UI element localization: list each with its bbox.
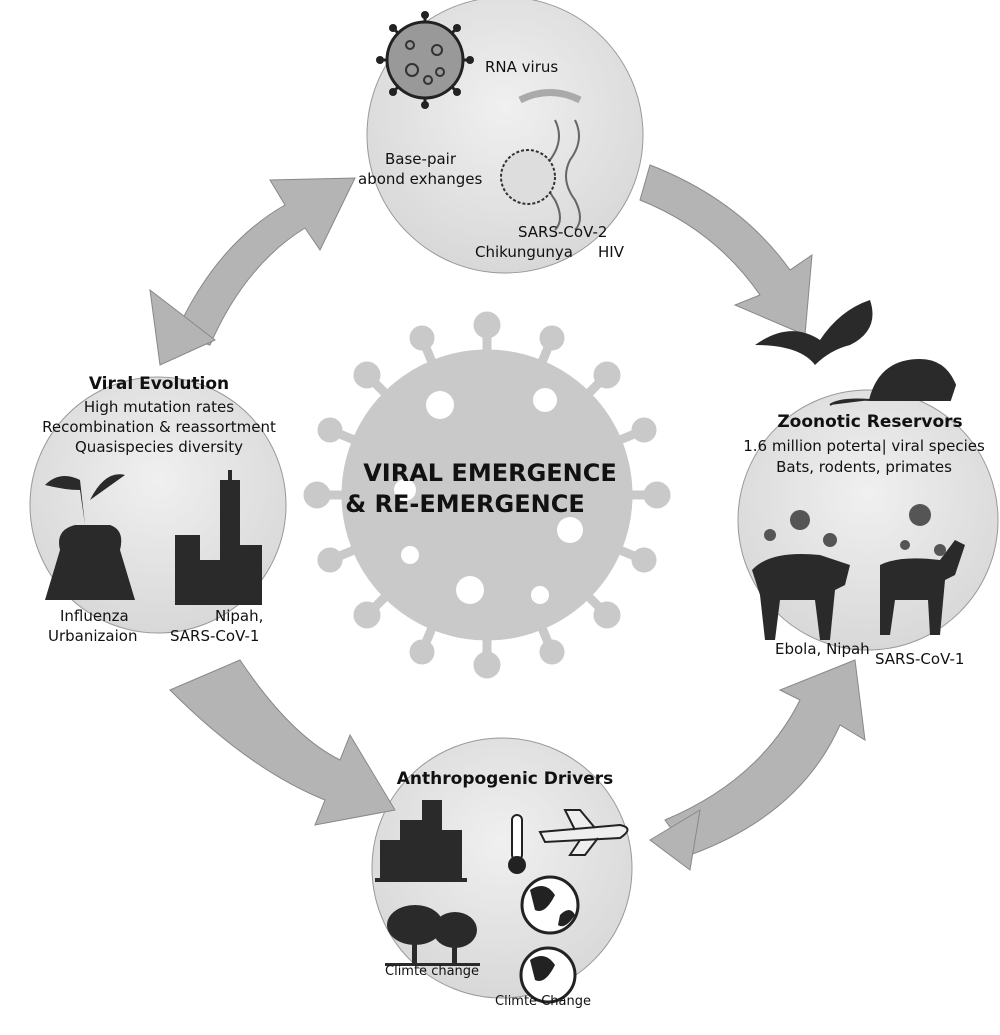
bat-icon: [755, 300, 873, 365]
buffalo-icon: [752, 554, 850, 640]
evolution-line: High mutation rates: [83, 398, 235, 416]
evolution-line: Quasispecies diversity: [75, 438, 243, 456]
sars-cov-1-label: SARS-CoV-1: [170, 627, 260, 645]
main-title-line1: VIRAL EMERGENCE: [363, 459, 617, 487]
viral-evolution-heading: Viral Evolution: [88, 374, 230, 394]
evolution-line: Recombination & reassortment: [42, 418, 276, 436]
hiv-label: HIV: [598, 243, 624, 261]
anthropogenic-drivers-heading: Anthropogenic Drivers: [396, 769, 614, 789]
central-virus-icon: [303, 311, 671, 679]
climate-change-label-2: Climte Change: [495, 994, 591, 1009]
arrow-left-to-top: [174, 177, 356, 346]
zoonotic-reservoirs-heading: Zoonotic Reservors: [777, 412, 963, 432]
deer-icon: [880, 540, 965, 635]
rna-virus-icon: [376, 11, 474, 109]
reservoir-line: Bats, rodents, primates: [776, 458, 952, 476]
ebola-nipah-label: Ebola, Nipah: [775, 640, 870, 658]
bottom-city-icon: [375, 800, 467, 882]
rna-virus-label: RNA virus: [485, 58, 559, 76]
virus-particles-icon: [764, 504, 946, 556]
arrow-top-to-left: [149, 288, 216, 366]
right-sars-cov-1-label: SARS-CoV-1: [875, 650, 965, 668]
tree-stump-icon: [45, 474, 135, 600]
chikungunya-label: Chikungunya: [475, 243, 573, 261]
arrow-left-to-bottom: [169, 659, 396, 826]
virion-icon: [500, 149, 556, 205]
reservoir-line: 1.6 million poterta| viral species: [743, 437, 985, 455]
trees-icon: [385, 905, 480, 966]
arrow-right-to-bottom: [649, 809, 701, 871]
city-buildings-icon: [175, 470, 262, 605]
urbanization-label: Urbanizaion: [48, 627, 138, 645]
arrow-bottom-to-right: [664, 659, 866, 856]
airplane-icon: [538, 809, 629, 856]
main-title-line2: & RE-EMERGENCE: [345, 490, 585, 518]
climate-change-label: Climte change: [385, 964, 480, 979]
globe-icon-2: [519, 946, 577, 1004]
rodent-icon: [829, 358, 957, 406]
nipah-label: Nipah,: [215, 607, 264, 625]
arrow-top-to-right: [639, 164, 813, 336]
thermometer-icon: [508, 814, 526, 874]
influenza-label: Influenza: [60, 607, 129, 625]
sars-cov-2-label: SARS-CoV-2: [518, 223, 608, 241]
base-pair-label: Base-pair: [385, 150, 456, 168]
bond-exchanges-label: abond exhanges: [358, 170, 483, 188]
globe-icon: [520, 875, 580, 935]
